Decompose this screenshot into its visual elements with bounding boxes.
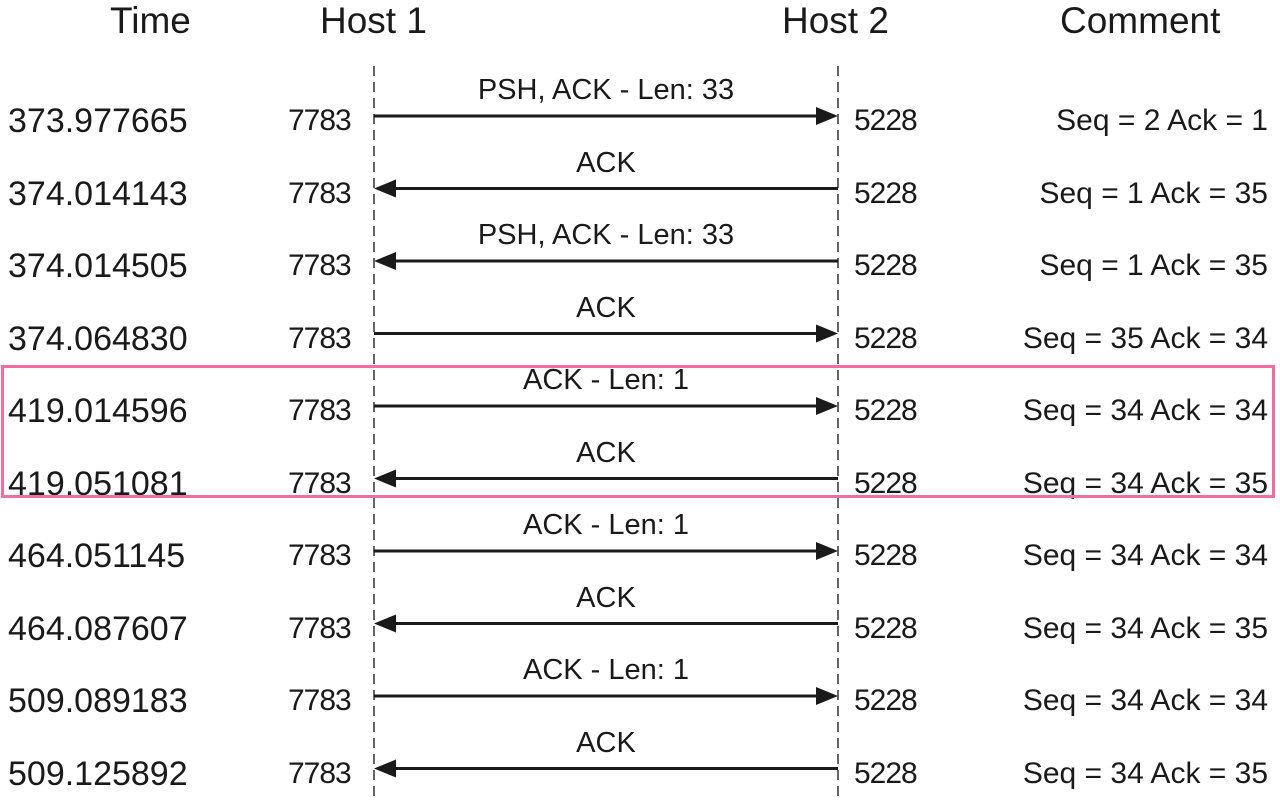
time-label: 419.014596 <box>8 392 188 430</box>
message-row: 374.064830 7783 ACK 5228 Seq = 35 Ack = 34 <box>0 292 1280 370</box>
comment-label: Seq = 34 Ack = 35 <box>1022 756 1268 790</box>
arrow-left-icon <box>374 469 396 488</box>
host1-port: 7783 <box>288 756 352 790</box>
comment-label: Seq = 35 Ack = 34 <box>1022 321 1268 355</box>
time-label: 464.051145 <box>8 537 186 575</box>
host2-port: 5228 <box>854 539 918 572</box>
message-arrows <box>374 107 838 778</box>
host2-port: 5228 <box>854 756 918 790</box>
comment-label: Seq = 1 Ack = 35 <box>1039 249 1268 282</box>
comment-label: Seq = 34 Ack = 34 <box>1022 684 1268 717</box>
message-label: ACK <box>576 726 636 759</box>
comment-label: Seq = 1 Ack = 35 <box>1039 176 1268 210</box>
column-header-host1: Host 1 <box>320 0 427 41</box>
column-header-time: Time <box>110 0 191 41</box>
message-label: ACK - Len: 1 <box>522 364 690 396</box>
host2-port: 5228 <box>854 176 918 210</box>
host1-port: 7783 <box>288 684 352 717</box>
time-label: 373.977665 <box>8 102 188 140</box>
comment-label: Seq = 34 Ack = 35 <box>1022 466 1268 500</box>
highlight-box <box>1 365 1275 498</box>
message-arrow <box>374 614 838 633</box>
host1-port: 7783 <box>288 611 352 645</box>
message-arrow <box>374 324 838 343</box>
column-header-comment: Comment <box>1060 0 1221 41</box>
message-row: 373.977665 7783 PSH, ACK - Len: 33 5228 Seq … <box>0 74 1280 152</box>
host2-port: 5228 <box>854 611 918 645</box>
host2-port: 5228 <box>854 684 918 717</box>
message-arrow <box>374 107 838 125</box>
arrow-right-icon <box>816 324 838 343</box>
comment-label: Seq = 34 Ack = 35 <box>1022 611 1268 645</box>
comment-label: Seq = 2 Ack = 1 <box>1056 104 1268 137</box>
message-row: 374.014505 7783 PSH, ACK - Len: 33 5228 Seq … <box>0 219 1280 297</box>
arrow-left-icon <box>374 252 396 270</box>
comment-label: Seq = 34 Ack = 34 <box>1022 539 1268 572</box>
message-arrow <box>374 759 838 778</box>
arrow-right-icon <box>816 687 838 705</box>
message-arrow <box>374 397 838 415</box>
message-row: 419.014596 7783 ACK - Len: 1 5228 Seq = 34 A… <box>0 364 1280 442</box>
message-row: 509.125892 7783 ACK 5228 Seq = 34 Ack = 35 <box>0 727 1280 805</box>
message-label: ACK <box>576 436 636 469</box>
time-label: 374.014143 <box>8 174 188 213</box>
host2-port: 5228 <box>854 466 918 500</box>
time-label: 464.087607 <box>8 609 188 648</box>
host2-port: 5228 <box>854 321 918 355</box>
host1-port: 7783 <box>288 176 352 210</box>
message-label: ACK <box>576 581 636 614</box>
host1-port: 7783 <box>288 321 352 355</box>
arrow-left-icon <box>374 614 396 633</box>
message-arrow <box>374 252 838 270</box>
host2-port: 5228 <box>854 249 918 282</box>
host1-port: 7783 <box>288 104 352 137</box>
message-arrow <box>374 542 838 560</box>
arrow-right-icon <box>816 107 838 125</box>
message-arrow <box>374 179 838 198</box>
message-label: ACK - Len: 1 <box>522 654 690 686</box>
message-label: ACK - Len: 1 <box>522 509 690 541</box>
message-row: 374.014143 7783 ACK 5228 Seq = 1 Ack = 35 <box>0 147 1280 225</box>
message-label: PSH, ACK - Len: 33 <box>477 219 735 251</box>
comment-label: Seq = 34 Ack = 34 <box>1022 394 1268 427</box>
host1-port: 7783 <box>288 249 352 282</box>
time-label: 509.089183 <box>8 682 188 720</box>
time-label: 374.014505 <box>8 247 188 285</box>
host2-port: 5228 <box>854 104 918 137</box>
host2-port: 5228 <box>854 394 918 427</box>
message-label: ACK <box>576 146 636 179</box>
message-row: 464.087607 7783 ACK 5228 Seq = 34 Ack = 35 <box>0 582 1280 660</box>
message-label: PSH, ACK - Len: 33 <box>477 74 735 106</box>
message-row: 464.051145 7783 ACK - Len: 1 5228 Seq = 34 A… <box>0 509 1280 587</box>
arrow-left-icon <box>374 759 396 778</box>
arrow-left-icon <box>374 179 396 198</box>
host1-port: 7783 <box>288 466 352 500</box>
message-row: 509.089183 7783 ACK - Len: 1 5228 Seq = 34 A… <box>0 654 1280 732</box>
message-label: ACK <box>576 291 636 324</box>
message-arrow <box>374 687 838 705</box>
host1-port: 7783 <box>288 394 352 427</box>
time-label: 509.125892 <box>8 754 188 793</box>
arrow-right-icon <box>816 397 838 415</box>
time-label: 374.064830 <box>8 319 188 358</box>
message-arrow <box>374 469 838 488</box>
arrow-right-icon <box>816 542 838 560</box>
column-header-host2: Host 2 <box>782 0 889 41</box>
host1-port: 7783 <box>288 539 352 572</box>
